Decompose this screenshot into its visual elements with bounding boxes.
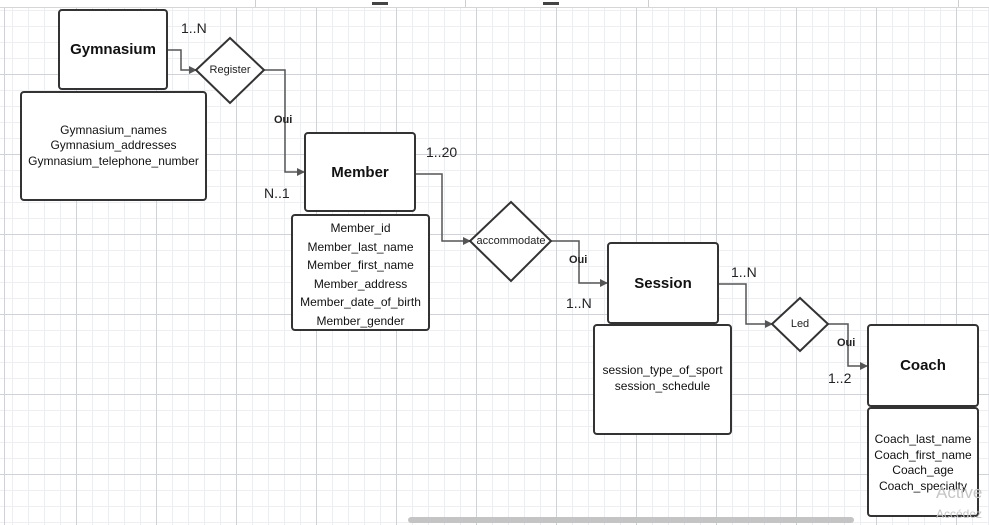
link-label-register-member: Oui: [274, 114, 293, 126]
entity-coach-attributes[interactable]: Coach_last_name Coach_first_name Coach_a…: [867, 407, 979, 517]
entity-session[interactable]: Session: [607, 242, 719, 324]
attribute: Member_first_name: [307, 258, 414, 272]
link-label-accommodate-session: Oui: [569, 254, 588, 266]
attribute: Coach_first_name: [874, 447, 972, 462]
connector-member-accommodate[interactable]: [416, 173, 471, 245]
attribute: Gymnasium_telephone_number: [28, 153, 199, 168]
attribute: Coach_age: [892, 463, 954, 477]
attribute: Member_date_of_birth: [300, 295, 421, 309]
entity-session-title: Session: [634, 274, 692, 292]
connector-register-member[interactable]: [264, 69, 305, 176]
relationship-accommodate-diamond[interactable]: [468, 200, 553, 283]
attribute: session_type_of_sport: [602, 363, 723, 377]
relationship-accommodate-label: accommodate: [476, 235, 546, 247]
connector-accommodate-session[interactable]: [551, 240, 608, 287]
horizontal-scrollbar[interactable]: [408, 517, 854, 523]
attribute: session_schedule: [614, 378, 711, 393]
attribute: Coach_specialty: [878, 478, 968, 493]
connector-led-coach[interactable]: [828, 323, 868, 370]
canvas-edge: [4, 8, 5, 525]
entity-session-attributes[interactable]: session_type_of_sport session_schedule: [593, 324, 732, 435]
toolbar-marker: [543, 2, 559, 5]
connector-gymnasium-register[interactable]: [168, 49, 197, 74]
entity-member-title: Member: [331, 163, 389, 181]
entity-member-attributes[interactable]: Member_id Member_last_name Member_first_…: [291, 214, 430, 331]
attribute: Member_address: [313, 276, 408, 291]
attribute: Coach_last_name: [874, 432, 972, 446]
entity-coach[interactable]: Coach: [867, 324, 979, 407]
toolbar-divider: [465, 0, 466, 7]
attribute: Member_gender: [316, 313, 405, 328]
toolbar-divider: [255, 0, 256, 7]
relationship-led-label: Led: [790, 318, 810, 330]
entity-gymnasium-title: Gymnasium: [70, 41, 156, 58]
link-label-led-coach: Oui: [837, 337, 856, 349]
relationship-led-diamond[interactable]: [770, 296, 830, 353]
entity-gymnasium-attributes[interactable]: Gymnasium_names Gymnasium_addresses Gymn…: [20, 91, 207, 201]
cardinality-accommodate-session: 1..N: [566, 295, 592, 311]
relationship-register-label: Register: [209, 64, 251, 76]
toolbar-marker: [372, 2, 388, 5]
cardinality-member-accommodate: 1..20: [426, 144, 458, 160]
entity-coach-title: Coach: [900, 357, 946, 374]
entity-gymnasium[interactable]: Gymnasium: [58, 9, 168, 90]
cardinality-led-coach: 1..2: [828, 370, 852, 386]
attribute: Member_last_name: [307, 239, 414, 254]
attribute: Gymnasium_names: [60, 122, 167, 137]
connector-session-led[interactable]: [719, 283, 773, 328]
cardinality-gym-register: 1..N: [181, 20, 207, 36]
cardinality-register-member: N..1: [264, 185, 290, 201]
attribute: Member_id: [330, 221, 391, 235]
entity-member[interactable]: Member: [304, 132, 416, 212]
toolbar-divider: [958, 0, 959, 7]
toolbar-strip: [0, 0, 989, 8]
attribute: Gymnasium_addresses: [50, 138, 177, 153]
watermark-line-1: Active: [936, 483, 983, 502]
toolbar-divider: [648, 0, 649, 7]
cardinality-session-led: 1..N: [731, 264, 757, 280]
watermark-line-2: Accédez: [936, 507, 983, 521]
relationship-register-diamond[interactable]: [194, 36, 266, 105]
